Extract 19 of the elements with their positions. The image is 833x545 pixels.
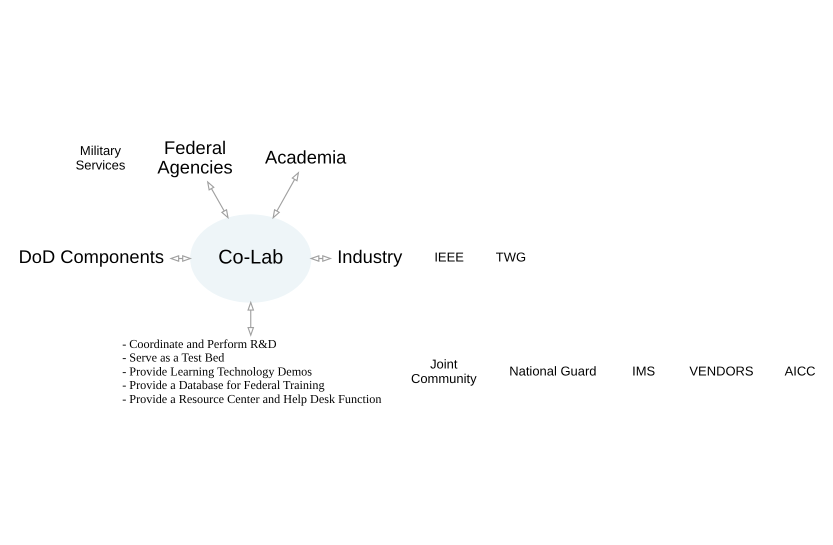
label: VENDORS — [689, 363, 754, 378]
node-text: Federal Agencies — [157, 136, 233, 178]
node-text: DoD Components — [18, 246, 164, 267]
label: Military Services — [76, 142, 126, 172]
label: AICC — [784, 363, 816, 378]
node-text: - Coordinate and Perform R&D - Serve as a Test Bed - Provide Learning Technology Demos - Provide a Database for Federal Training - Provide a Resource Center and Help Desk Function — [122, 336, 382, 406]
label: National Guard — [509, 363, 596, 378]
node-ellipse: Co-Lab — [190, 214, 312, 302]
label: TWG — [496, 249, 526, 264]
label: IMS — [632, 363, 656, 378]
arrow — [247, 300, 254, 336]
node-text: Industry — [337, 246, 402, 267]
arrow — [272, 170, 300, 219]
arrow — [169, 254, 192, 262]
arrow — [206, 180, 229, 219]
label: IEEE — [434, 249, 464, 264]
node-text: Academia — [264, 146, 346, 168]
arrow — [309, 254, 332, 262]
label: Joint Community — [410, 356, 477, 386]
